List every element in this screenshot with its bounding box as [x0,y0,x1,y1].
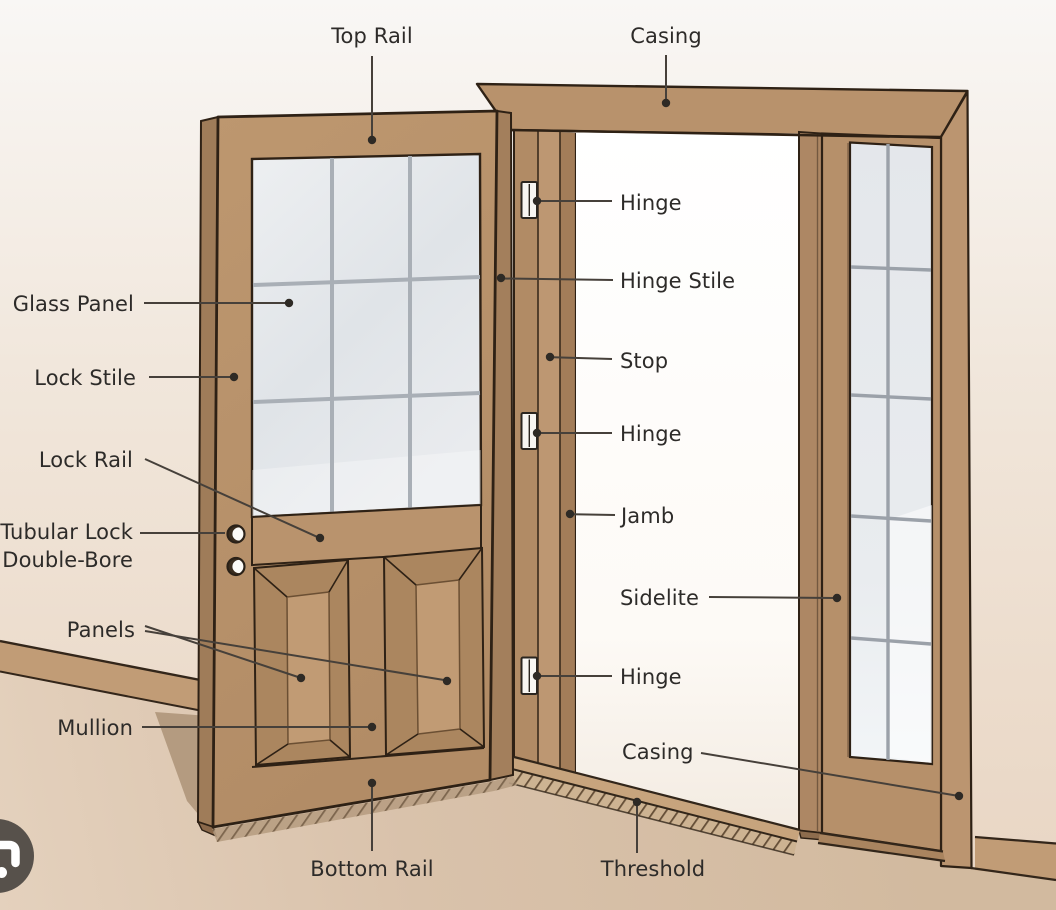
label-jamb: Jamb [621,504,675,528]
door-panel-right [382,546,486,757]
label-hinge-top: Hinge [620,191,682,215]
sidelite-glass-highlight [887,505,932,763]
mull-post [798,130,825,841]
hinges [520,181,538,695]
leader-dots [229,98,964,807]
sidelite-muntins [850,144,932,760]
label-hinge-bottom: Hinge [620,665,682,689]
door-leaf [196,109,515,838]
label-lock-stile: Lock Stile [34,366,136,390]
lens-badge[interactable] [0,819,34,893]
label-stop: Stop [620,349,669,373]
tubular-lock-bores [226,524,246,577]
label-panels: Panels [66,618,135,642]
threshold-graphic [508,755,801,856]
label-bottom-rail: Bottom Rail [310,857,434,881]
casing-top-board [475,82,969,139]
label-hinge-middle: Hinge [620,422,682,446]
label-tubular-lock: Tubular Lock Double-Bore [0,520,133,572]
label-glass-panel: Glass Panel [12,292,134,316]
door-glass-streak [252,450,481,517]
label-lock-rail: Lock Rail [38,448,133,472]
label-threshold: Threshold [600,857,706,881]
lens-icon [0,840,20,878]
jamb-strip-inner [560,132,576,773]
door-panel-left [252,558,352,767]
right-baseboard [970,835,1056,882]
door-muntins [252,156,481,513]
label-sidelite: Sidelite [620,586,700,610]
casing-right-board [939,90,973,870]
leader-lines [140,55,957,853]
under-door-shadow [212,776,517,842]
label-casing-top: Casing [630,24,702,48]
sidelite-unit [817,132,946,863]
label-mullion: Mullion [57,716,133,740]
doorway-opening [576,132,799,830]
stop-strip [538,130,560,769]
left-baseboard [0,639,209,713]
label-hinge-stile: Hinge Stile [620,269,736,293]
label-casing-bottom: Casing [622,740,694,764]
door-frame [475,82,973,870]
label-top-rail: Top Rail [331,24,413,48]
